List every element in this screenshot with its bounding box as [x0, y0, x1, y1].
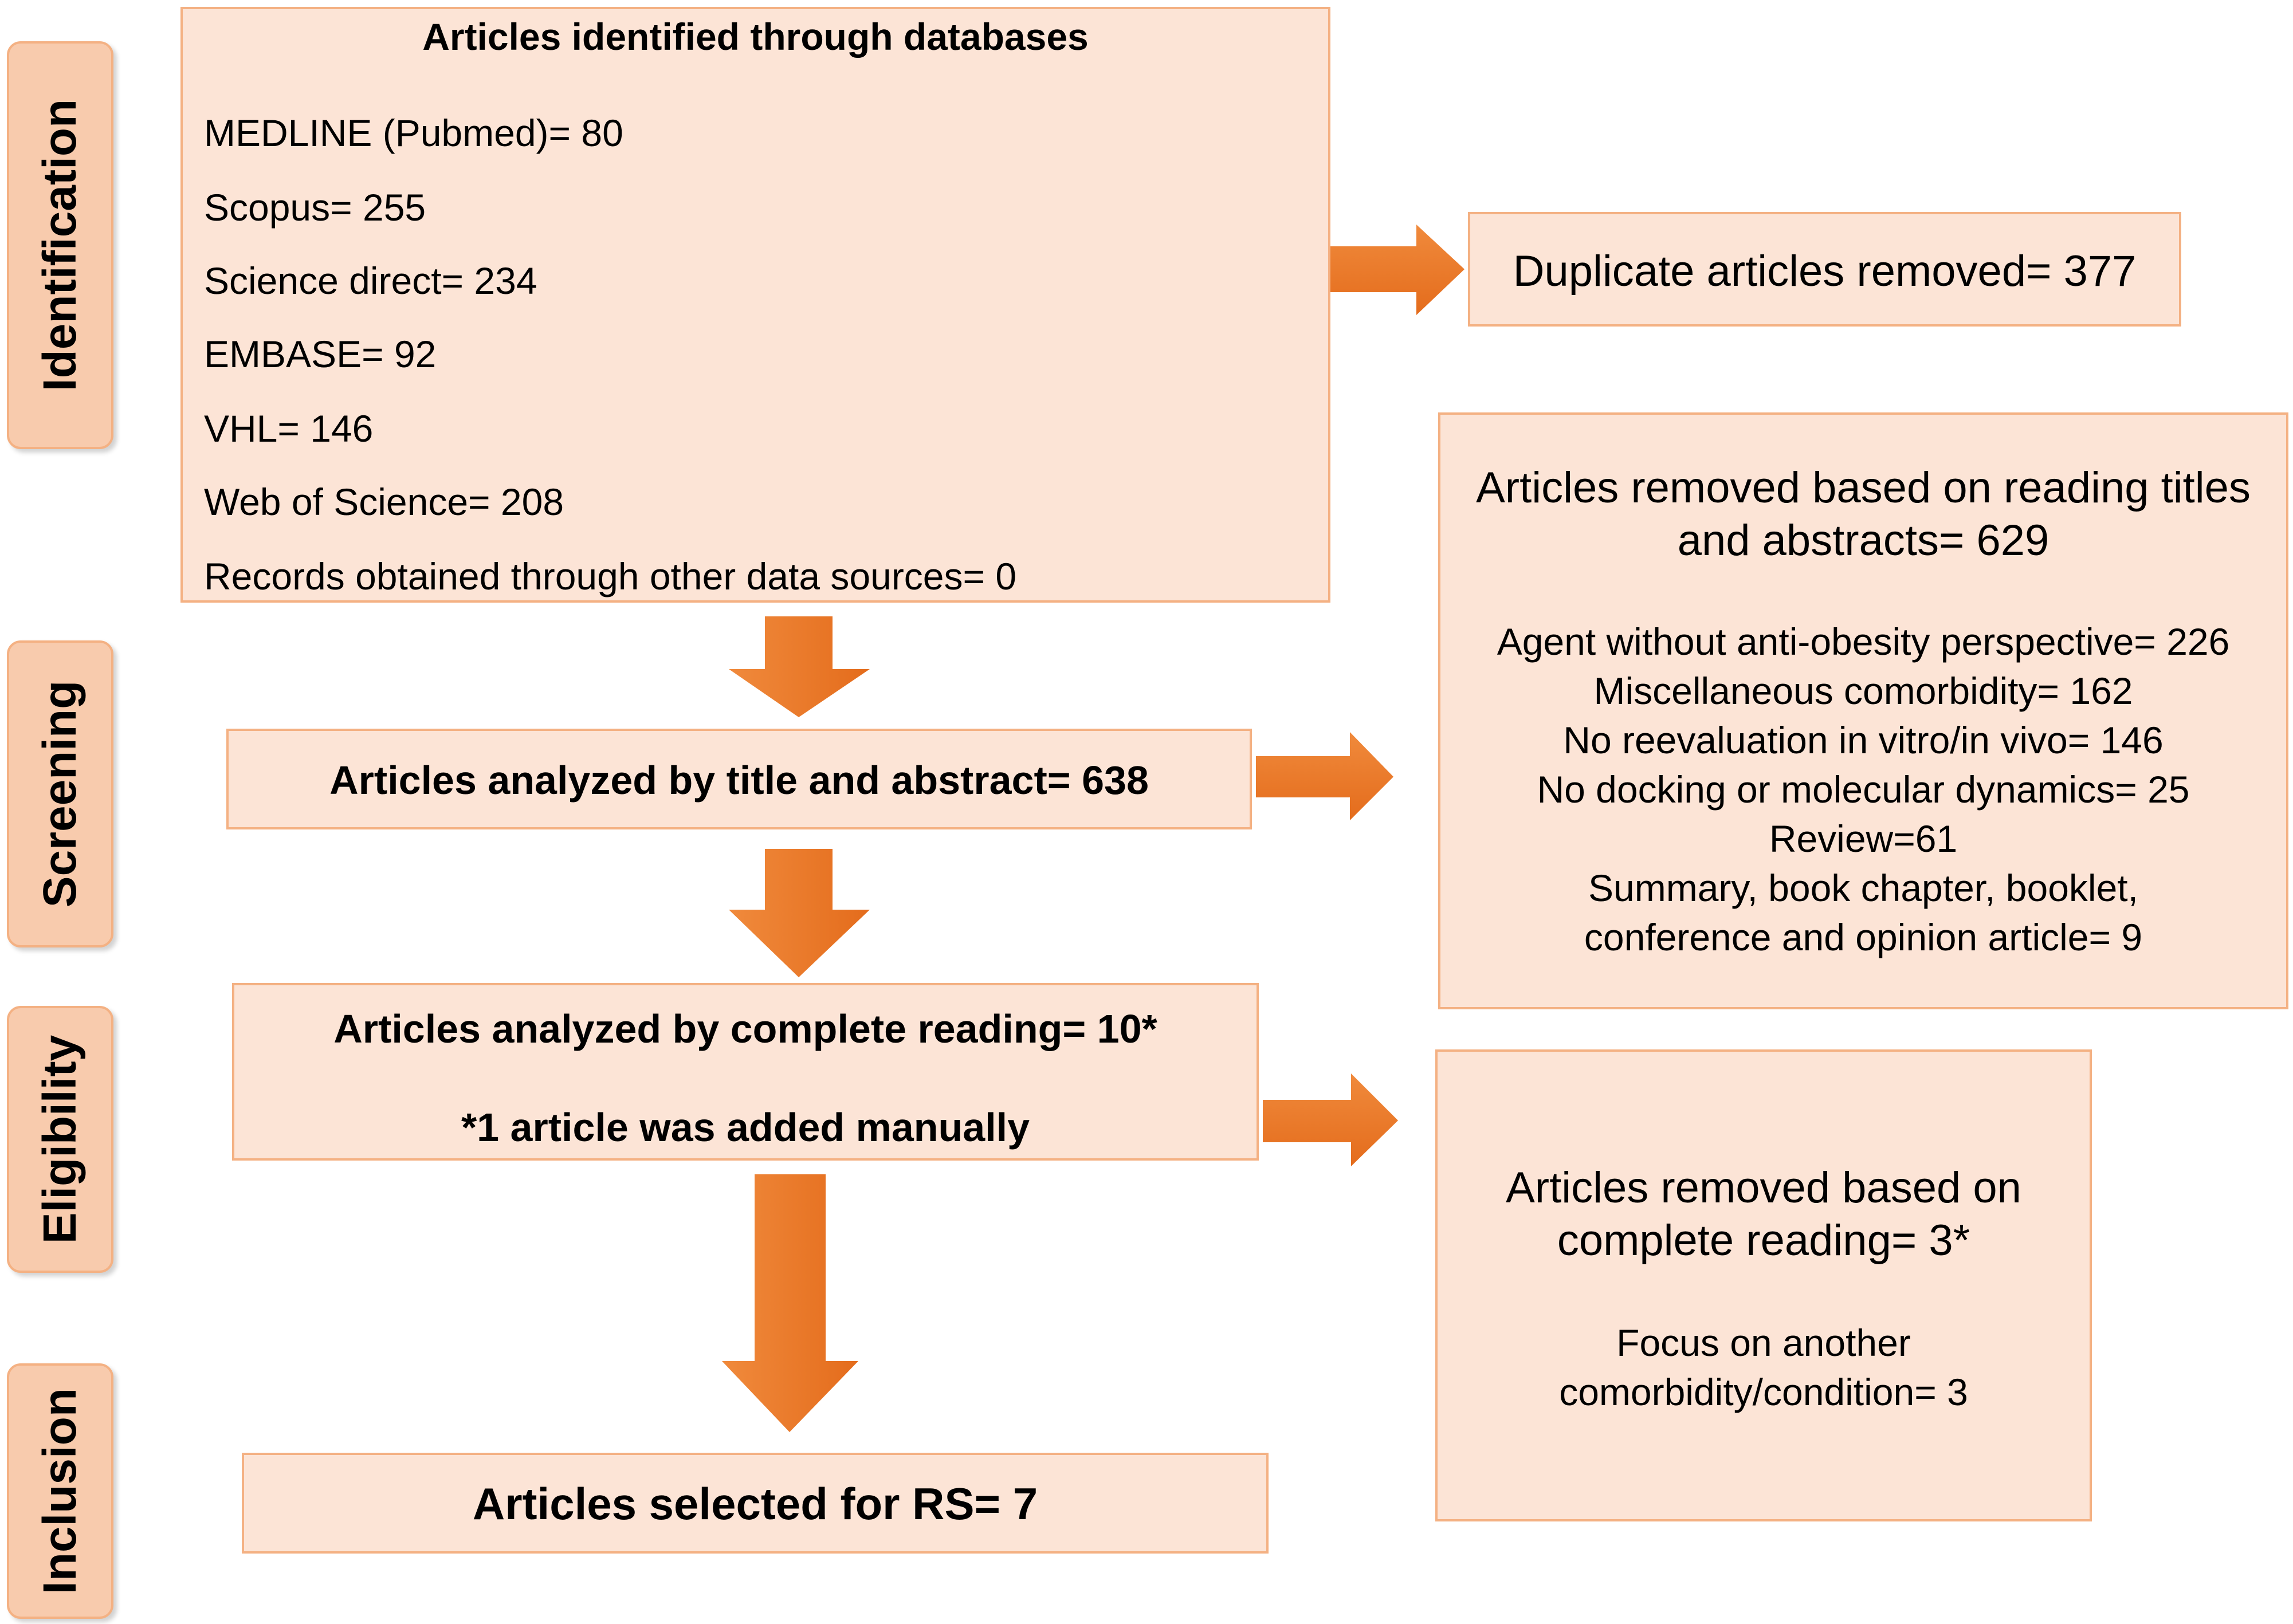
arrow-down-icon: [729, 616, 870, 717]
removed-reason: No reevaluation in vitro/in vivo= 146: [1563, 719, 2164, 761]
eligible-text: Articles analyzed by complete reading= 1…: [333, 1006, 1157, 1051]
removed-full-box: Articles removed based on complete readi…: [1435, 1049, 2092, 1521]
removed-titles-heading: Articles removed based on reading titles: [1476, 463, 2251, 512]
arrow-right-icon: [1256, 732, 1393, 820]
eligible-note: *1 article was added manually: [461, 1105, 1030, 1150]
arrow-right-icon: [1263, 1074, 1398, 1166]
stage-inclusion: Inclusion: [7, 1363, 113, 1619]
source-item: Web of Science= 208: [204, 481, 564, 523]
removed-reason: Miscellaneous comorbidity= 162: [1593, 670, 2133, 712]
removed-reason: Summary, book chapter, booklet,: [1588, 867, 2138, 909]
removed-reason: No docking or molecular dynamics= 25: [1537, 768, 2190, 811]
included-box: Articles selected for RS= 7: [242, 1453, 1269, 1554]
removed-reason: conference and opinion article= 9: [1584, 916, 2143, 958]
removed-titles-box: Articles removed based on reading titles…: [1438, 412, 2288, 1009]
included-text: Articles selected for RS= 7: [472, 1478, 1038, 1529]
arrow-right-icon: [1330, 225, 1464, 315]
source-item: Records obtained through other data sour…: [204, 555, 1017, 597]
removed-full-reason: comorbidity/condition= 3: [1559, 1371, 1968, 1413]
removed-reason: Agent without anti-obesity perspective= …: [1497, 620, 2230, 663]
removed-full-reason: Focus on another: [1616, 1322, 1911, 1364]
source-item: MEDLINE (Pubmed)= 80: [204, 112, 623, 154]
removed-titles-heading: and abstracts= 629: [1677, 516, 2049, 565]
source-item: EMBASE= 92: [204, 333, 437, 375]
duplicates-text: Duplicate articles removed= 377: [1513, 247, 2137, 296]
removed-reason: Review=61: [1769, 817, 1958, 860]
removed-full-heading: Articles removed based on: [1506, 1163, 2021, 1212]
arrow-down-icon: [729, 849, 870, 977]
duplicates-box: Duplicate articles removed= 377: [1468, 212, 2181, 327]
identified-title: Articles identified through databases: [422, 15, 1089, 58]
screened-box: Articles analyzed by title and abstract=…: [226, 729, 1252, 829]
stage-screening: Screening: [7, 640, 113, 947]
identified-box: Articles identified through databases ME…: [180, 7, 1330, 603]
eligible-box: Articles analyzed by complete reading= 1…: [232, 983, 1259, 1161]
stage-identification: Identification: [7, 41, 113, 449]
source-item: Scopus= 255: [204, 186, 426, 229]
removed-full-heading: complete reading= 3*: [1557, 1216, 1970, 1265]
screened-text: Articles analyzed by title and abstract=…: [329, 758, 1149, 803]
stage-eligibility: Eligibility: [7, 1006, 113, 1273]
arrow-down-icon: [722, 1174, 858, 1432]
source-item: VHL= 146: [204, 407, 374, 450]
source-item: Science direct= 234: [204, 259, 537, 302]
